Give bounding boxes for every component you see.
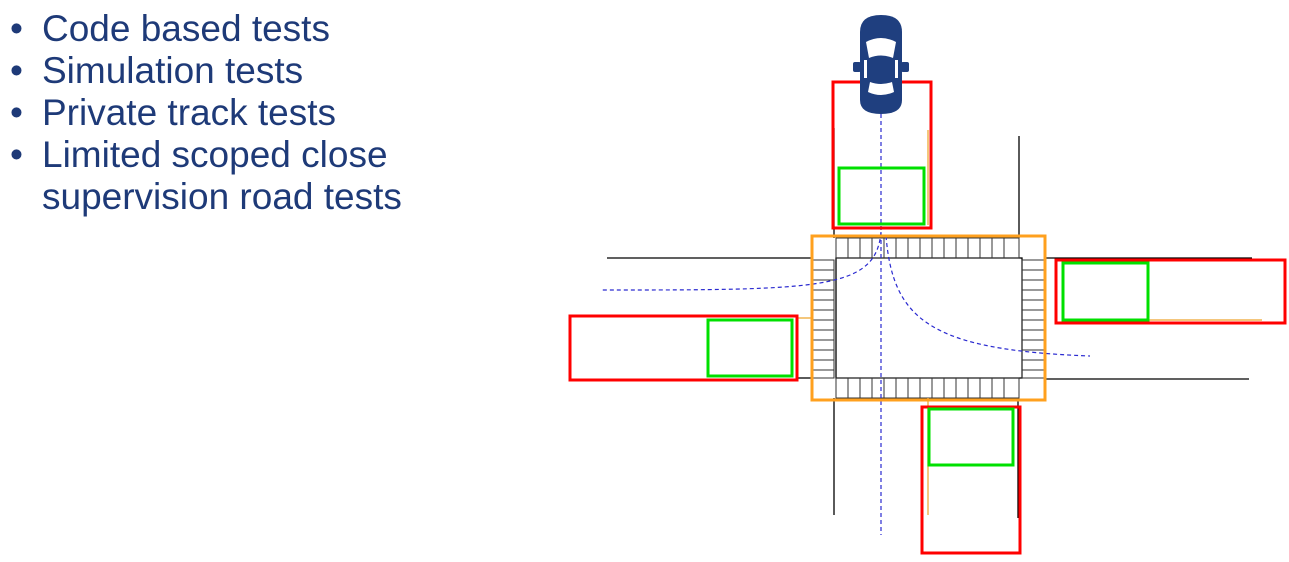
path-left-turn — [600, 231, 882, 291]
car-icon — [853, 15, 909, 114]
bullet-marker: • — [10, 134, 23, 175]
crosswalks — [811, 237, 1045, 399]
path-right-turn — [885, 235, 1091, 357]
bullet-item: • Simulation tests — [10, 50, 462, 92]
bullet-marker: • — [10, 8, 23, 49]
vehicle-paths — [600, 100, 1091, 535]
bullet-marker: • — [10, 92, 23, 133]
intersection-zone — [810, 234, 1047, 402]
crosswalk-north — [835, 237, 1020, 259]
crosswalk-west — [811, 259, 835, 379]
bullet-item: • Limited scoped close supervision road … — [10, 134, 462, 218]
red-zone-west — [568, 314, 799, 382]
green-zone-east — [1061, 261, 1150, 322]
zones — [568, 80, 1287, 555]
bullet-marker: • — [10, 50, 23, 91]
crosswalk-south — [835, 377, 1020, 399]
red-zone-south — [920, 405, 1022, 555]
intersection-box — [835, 257, 1023, 379]
bullet-text: Simulation tests — [42, 50, 304, 91]
green-zone-south — [927, 407, 1015, 467]
crosswalk-east — [1021, 259, 1045, 379]
bullet-item: • Private track tests — [10, 92, 462, 134]
red-zone-east — [1054, 258, 1287, 325]
bullet-item: • Code based tests — [10, 8, 462, 50]
bullet-text: Code based tests — [42, 8, 330, 49]
green-zone-north — [837, 166, 926, 226]
bullet-list: • Code based tests • Simulation tests • … — [10, 8, 462, 218]
bullet-text: Limited scoped close supervision road te… — [42, 134, 402, 217]
green-zone-west — [706, 318, 794, 378]
bullet-text: Private track tests — [42, 92, 337, 133]
